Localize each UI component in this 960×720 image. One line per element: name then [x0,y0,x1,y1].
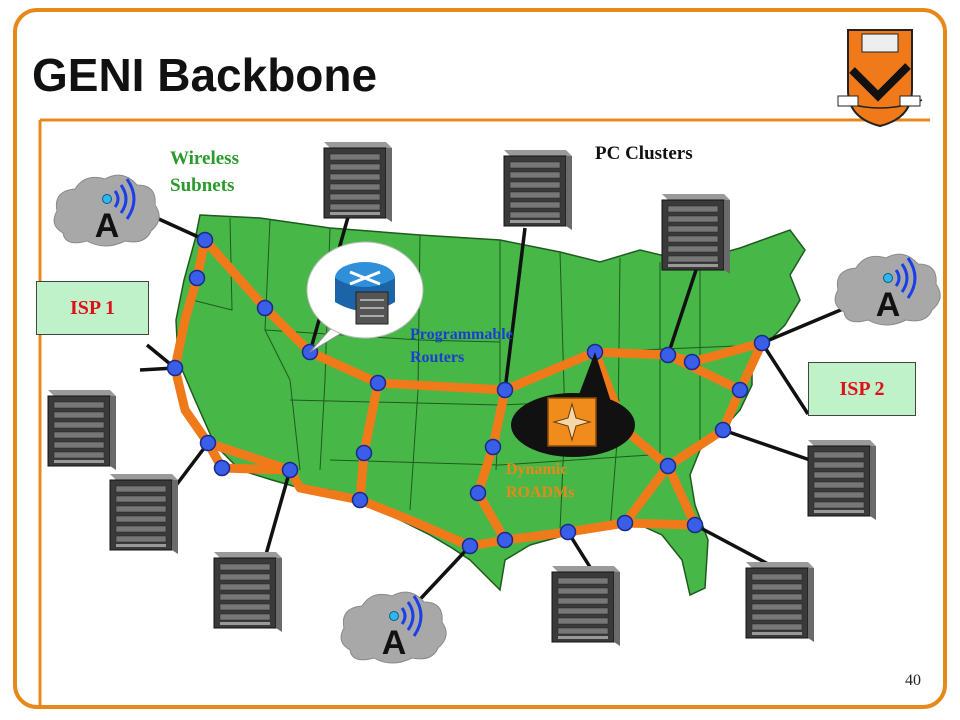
server-icon [551,566,620,646]
programmable-routers-label: Programmable Routers [410,326,513,366]
router-node [199,434,217,452]
router-node [281,461,299,479]
router-node [256,299,274,317]
pc-clusters-label: PC Clusters [595,143,693,164]
server-icon [109,474,178,554]
router-node [659,457,677,475]
dynamic-roadms-label: Dynamic ROADMs [506,461,575,501]
isp1-box: ISP 1 [36,281,149,335]
antenna-icon: A [382,595,423,662]
server-icon [807,440,876,520]
page-title: GENI Backbone [32,49,378,101]
router-node [753,334,771,352]
wireless-cloud: A [834,253,941,326]
server-icon [745,562,814,642]
antenna-glyph: A [876,286,901,324]
router-node [188,269,206,287]
wireless-cloud: A [53,174,160,247]
server-icon [323,142,392,222]
router-node [686,516,704,534]
wireless-subnets-label: Wireless Subnets [170,148,239,196]
router-node [469,484,487,502]
antenna-icon: A [876,257,917,324]
server-icon [503,150,572,230]
router-node [355,444,373,462]
router-node [659,346,677,364]
antenna-icon: A [95,178,136,245]
router-node [714,421,732,439]
programmable-router [306,241,424,353]
router-node [196,231,214,249]
router-node [461,537,479,555]
router-node [213,459,231,477]
router-node [369,374,387,392]
antenna-glyph: A [95,207,120,245]
router-node [683,353,701,371]
antenna-glyph: A [382,624,407,662]
wireless-subnet-clouds: A A A [53,174,941,664]
isp2-box: ISP 2 [808,362,916,416]
server-icon [47,390,116,470]
router-node [496,531,514,549]
router-node [559,523,577,541]
router-node [616,514,634,532]
roadm-device [511,352,635,457]
router-node [351,491,369,509]
page-number: 40 [905,672,921,689]
server-icon [661,194,730,274]
pc-cluster-servers [47,142,876,646]
router-node [731,381,749,399]
router-node [496,381,514,399]
router-node [166,359,184,377]
wireless-cloud: A [340,591,447,664]
server-icon [213,552,282,632]
router-node [484,438,502,456]
